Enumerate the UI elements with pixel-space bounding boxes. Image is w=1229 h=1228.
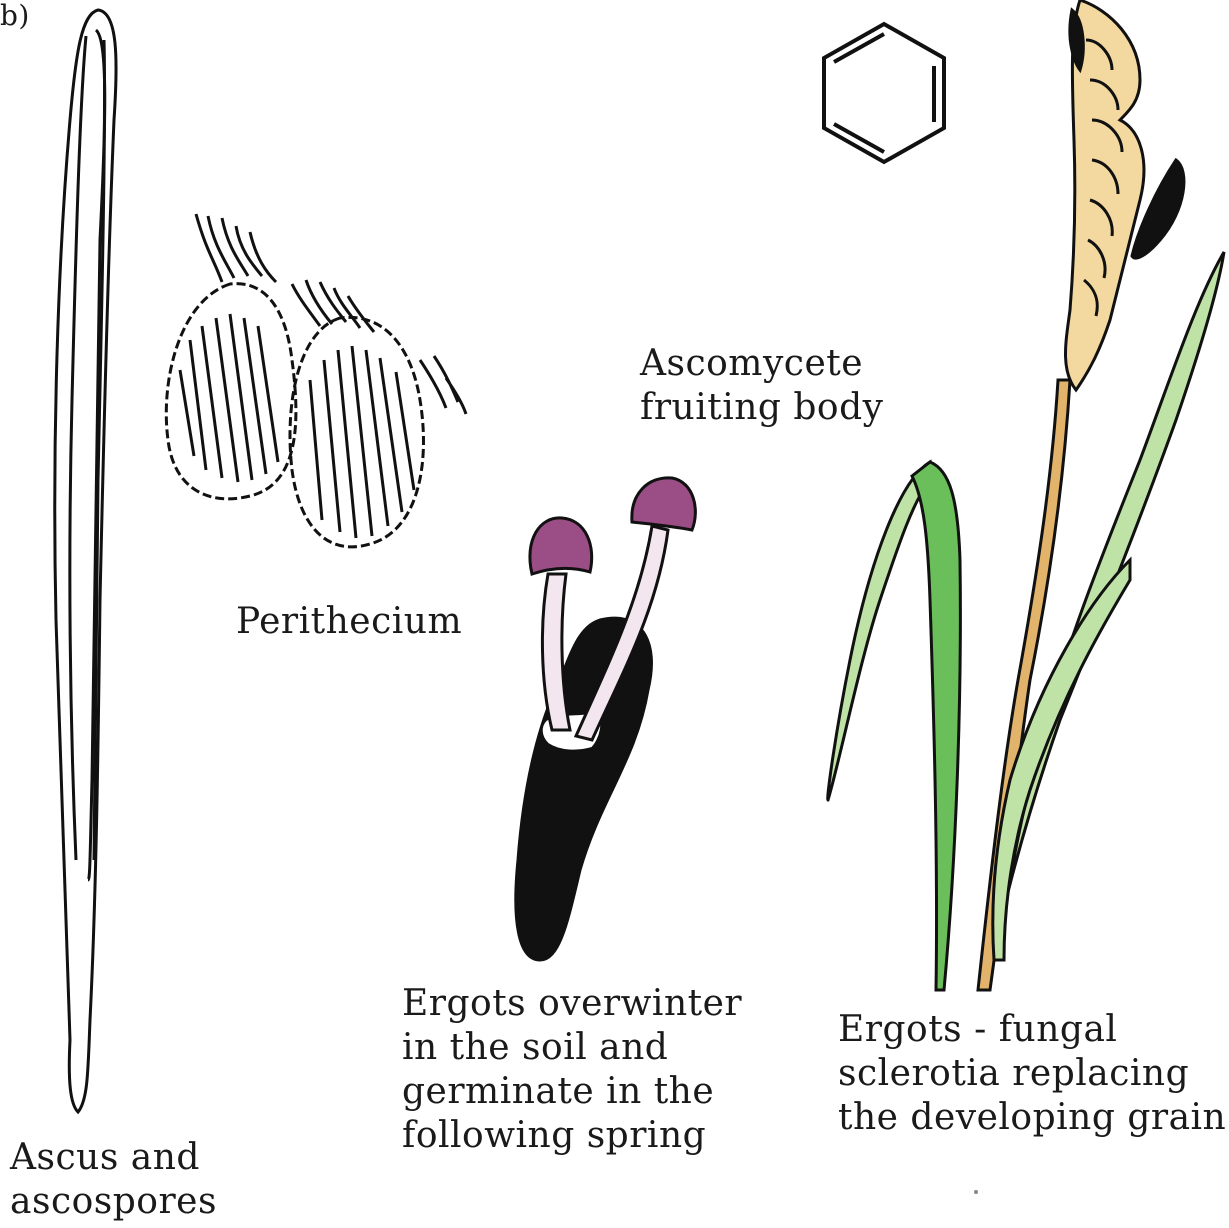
perithecium-label-line-1: Perithecium [236,600,462,644]
ergots-label-line-1: Ergots - fungal [838,1008,1226,1052]
perithecium-drawing [166,214,466,547]
figure-part-label: b) [0,0,30,38]
overwinter-label-line-1: Ergots overwinter [402,982,742,1026]
overwinter-label: Ergots overwinter in the soil and germin… [402,982,742,1158]
ascomycete-label-line-2: fruiting body [640,386,884,430]
ascus-drawing [55,10,116,1112]
germinating-ergot-drawing [516,478,696,960]
ergots-label: Ergots - fungal sclerotia replacing the … [838,1008,1226,1140]
overwinter-label-line-2: in the soil and [402,1026,742,1070]
overwinter-label-line-3: germinate in the [402,1070,742,1114]
ergots-label-line-2: sclerotia replacing [838,1052,1226,1096]
ascus-label-line-2: ascospores [10,1180,217,1224]
ascomycete-label-line-1: Ascomycete [640,342,884,386]
ascomycete-label: Ascomycete fruiting body [640,342,884,430]
benzene-ring-icon [824,24,944,162]
speck [974,1190,978,1194]
perithecium-label: Perithecium [236,600,462,644]
ergots-label-line-3: the developing grain [838,1096,1226,1140]
overwinter-label-line-4: following spring [402,1114,742,1158]
grass-plant-drawing [828,0,1224,990]
ascus-label: Ascus and ascospores [10,1136,217,1224]
ascus-label-line-1: Ascus and [10,1136,217,1180]
